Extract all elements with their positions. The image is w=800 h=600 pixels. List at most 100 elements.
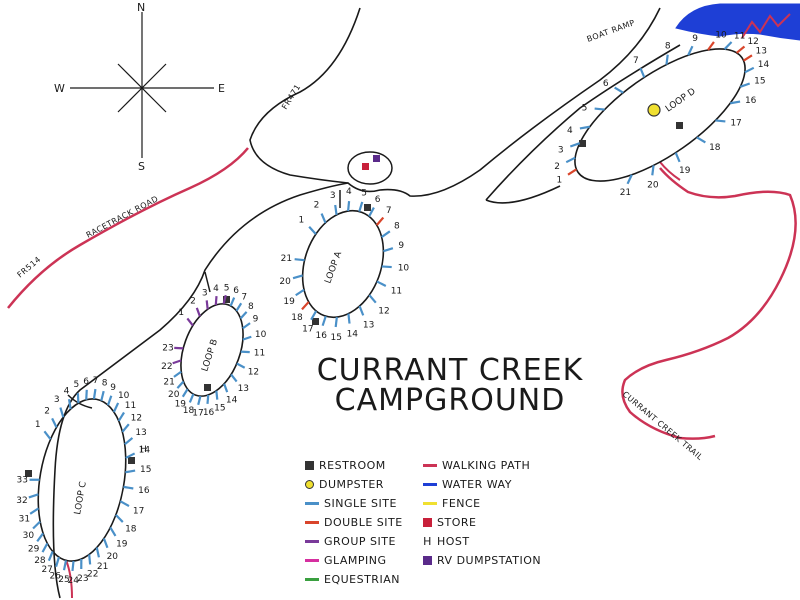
campsite-number: 10: [255, 330, 267, 340]
fr471-label: FR471: [280, 83, 302, 111]
campsite-number: 23: [162, 343, 173, 353]
rv-dumpstation-icon: [423, 555, 432, 565]
campsite-number: 14: [758, 60, 770, 70]
campsite-number: 6: [375, 195, 381, 205]
campsite-single-marker: [206, 394, 210, 404]
compass-rose: [70, 12, 214, 158]
campsite-number: 13: [135, 428, 146, 438]
campsite-number: 20: [107, 552, 119, 562]
campsite-number: 5: [582, 104, 588, 114]
campsite-single-marker: [744, 66, 755, 74]
campsite-single-marker: [242, 322, 251, 330]
campsite-single-marker: [730, 100, 741, 105]
campsite-single-marker: [59, 407, 65, 418]
campsite-single-marker: [176, 380, 185, 389]
campsite-single-marker: [723, 41, 733, 50]
campsite-number: 28: [34, 556, 46, 566]
campsite-number: 9: [253, 315, 259, 325]
campsite-group-marker: [205, 300, 209, 310]
walking-path-trail: [621, 167, 797, 440]
compass-west-label: W: [54, 82, 65, 95]
legend-store-label: STORE: [437, 515, 477, 529]
campsite-single-marker: [334, 316, 338, 328]
campsite-number: 8: [248, 302, 254, 312]
legend-group-site: GROUP SITE: [305, 532, 396, 550]
campsite-number: 8: [394, 222, 400, 232]
campsite-number: 21: [620, 188, 631, 198]
campsite-single-marker: [123, 485, 134, 490]
restroom-marker: [312, 318, 319, 325]
reservoir-water: [675, 3, 800, 41]
campsite-group-marker: [186, 317, 194, 327]
dumpster-icon: [305, 479, 314, 489]
legend-glamping-label: GLAMPING: [324, 553, 387, 567]
restroom-marker: [204, 384, 211, 391]
loop-c-label: LOOP C: [73, 481, 89, 516]
legend-dumpster: DUMPSTER: [305, 475, 384, 493]
legend-host-label: HOST: [437, 534, 470, 548]
campsite-number: 3: [558, 145, 564, 155]
campsite-number: 12: [248, 368, 259, 378]
campsite-number: 16: [203, 408, 215, 418]
campsite-number: 24: [68, 576, 80, 586]
legend-double-site-label: DOUBLE SITE: [324, 515, 403, 529]
campsite-number: 22: [87, 569, 98, 579]
double-site-icon: [305, 520, 319, 524]
campsite-number: 15: [140, 465, 151, 475]
campsite-group-marker: [172, 359, 182, 365]
campsite-number: 30: [23, 531, 35, 541]
campsite-number: 18: [125, 525, 137, 535]
walking-path-racetrack: [7, 147, 249, 309]
campsite-single-marker: [188, 393, 195, 403]
campsite-number: 31: [19, 515, 30, 525]
campsite-number: 12: [378, 306, 389, 316]
campsite-number: 14: [226, 396, 238, 406]
campsite-number: 18: [183, 406, 195, 416]
campsite-single-marker: [51, 417, 58, 428]
campsite-double-marker: [743, 54, 753, 62]
campsite-single-marker: [310, 310, 318, 321]
campsite-single-marker: [67, 398, 72, 410]
campsite-single-marker: [62, 560, 68, 571]
campsite-number: 1: [178, 308, 184, 318]
campsite-number: 16: [745, 96, 757, 106]
restroom-marker: [128, 457, 135, 464]
group-site-icon: [305, 539, 319, 543]
campsite-number: 4: [213, 284, 219, 294]
campsite-number: 5: [73, 380, 79, 390]
host-icon: H: [423, 534, 432, 548]
legend-fence-label: FENCE: [442, 496, 481, 510]
campsite-group-marker: [195, 307, 201, 317]
campsite-number: 21: [97, 562, 108, 572]
campsite-single-marker: [41, 542, 49, 553]
loop-d-label: LOOP D: [664, 87, 698, 115]
campsite-number: 18: [291, 313, 303, 323]
campsite-number: 21: [163, 377, 174, 387]
currant-creek-trail-label: CURRANT CREEK TRAIL: [621, 390, 705, 463]
campsite-single-marker: [347, 313, 351, 324]
loop-a-label: LOOP A: [323, 250, 344, 286]
campsite-single-marker: [236, 362, 246, 369]
campsite-number: 13: [756, 46, 767, 56]
campsite-single-marker: [115, 514, 124, 523]
campsite-single-marker: [117, 411, 125, 422]
campsite-single-marker: [739, 82, 751, 88]
compass-north-label: N: [137, 1, 145, 14]
campsite-number: 3: [202, 288, 208, 298]
host-marker: H: [140, 445, 147, 455]
campsite-number: 6: [233, 286, 239, 296]
campsite-single-marker: [569, 142, 581, 148]
dumpster-marker: [647, 103, 661, 117]
glamping-icon: [305, 558, 319, 562]
campsite-single-marker: [124, 437, 134, 446]
campsite-number: 11: [125, 401, 136, 411]
campsite-single-marker: [223, 383, 229, 393]
campsite-number: 21: [281, 254, 292, 264]
campsite-number: 7: [633, 56, 639, 66]
legend-group-site-label: GROUP SITE: [324, 534, 396, 548]
campsite-double-marker: [567, 168, 577, 176]
campsite-number: 1: [35, 420, 41, 430]
campsite-single-marker: [295, 288, 305, 297]
legend-fence: FENCE: [423, 494, 481, 512]
